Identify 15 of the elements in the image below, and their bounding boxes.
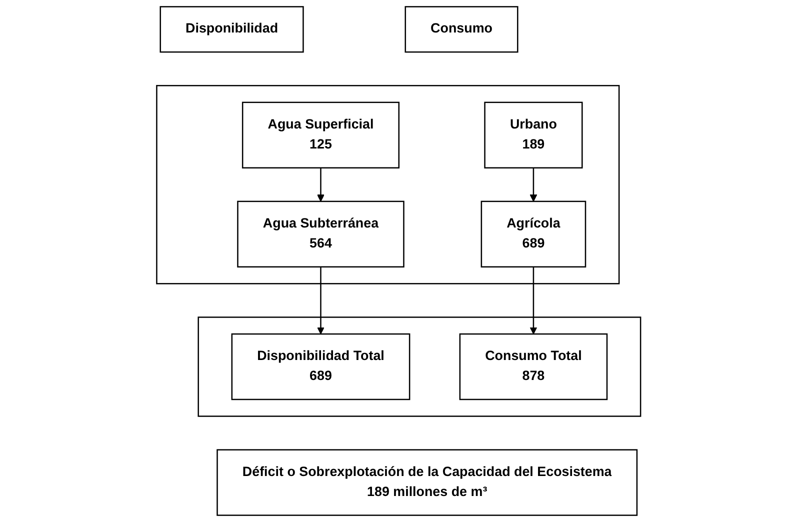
node-box: Disponibilidad Total 689 xyxy=(231,333,410,400)
arrow xyxy=(530,168,538,202)
arrow xyxy=(316,168,324,202)
node-box: Disponibilidad xyxy=(160,6,304,53)
node-box: Consumo Total 878 xyxy=(459,333,608,400)
node-box: Agua Superficial 125 xyxy=(242,102,400,168)
arrow xyxy=(530,266,538,334)
node-box: Consumo xyxy=(404,6,518,53)
node-box: Urbano 189 xyxy=(484,102,583,168)
node-box: Agrícola 689 xyxy=(480,200,586,268)
cluster xyxy=(156,84,620,284)
arrow xyxy=(316,266,324,334)
cluster xyxy=(198,316,642,417)
node-box: Déficit o Sobrexplotación de la Capacidad del Ecosistema 189 millones de m³ xyxy=(216,449,638,516)
node-box: Agua Subterránea 564 xyxy=(236,200,404,268)
